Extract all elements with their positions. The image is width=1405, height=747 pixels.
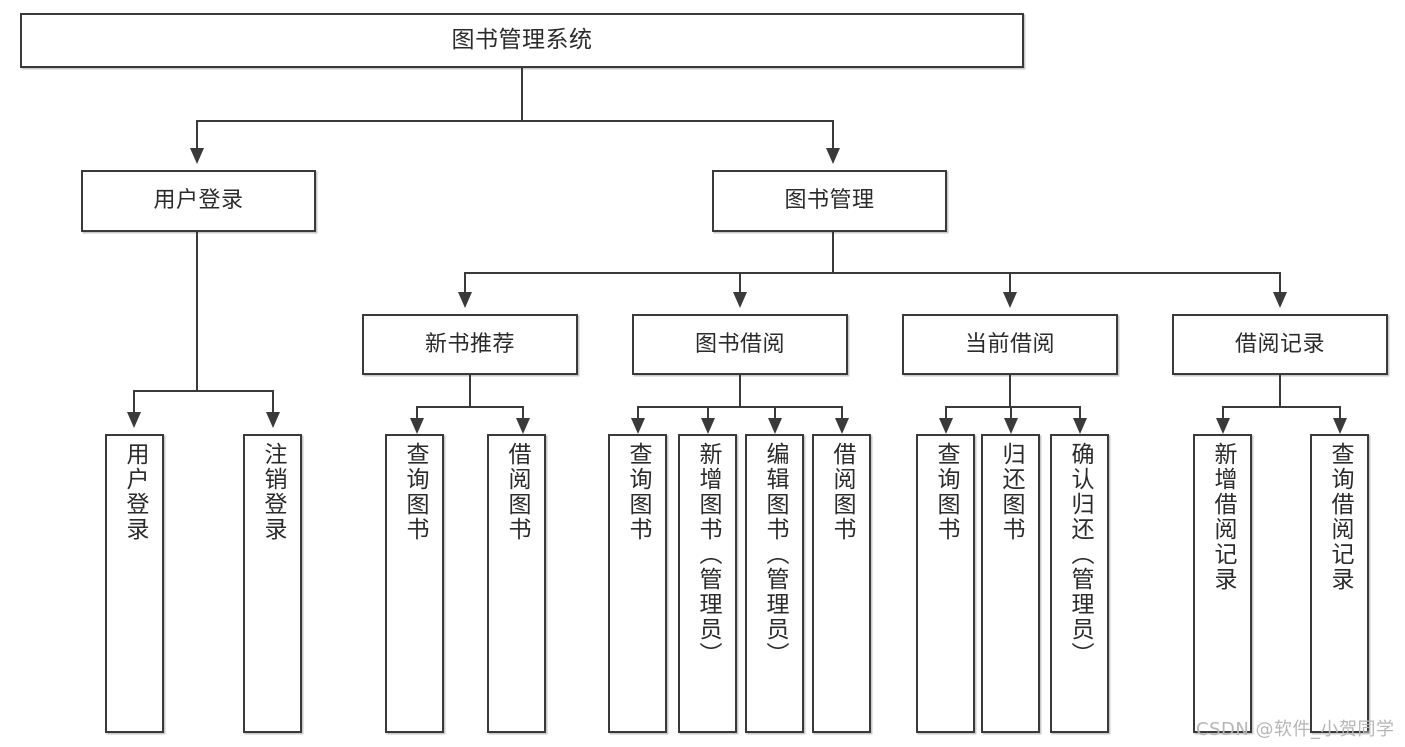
arrowhead-borrow-record — [1273, 292, 1287, 308]
leaf-nb-borrow-book[interactable]: 借阅图书 — [487, 434, 546, 733]
connector-user-login-bus — [133, 390, 274, 392]
connector-new-book-stem — [469, 375, 471, 408]
leaf-cb-return-book[interactable]: 归还图书 — [981, 434, 1040, 733]
connector-to-current-borrow — [1009, 272, 1011, 294]
node-label: 查询图书 — [933, 442, 959, 542]
connector-cb-c3 — [1079, 406, 1081, 420]
connector-new-book-bus — [416, 406, 522, 408]
arrowhead-cb-leaf-1 — [939, 418, 953, 434]
node-label: 新增借阅记录 — [1210, 442, 1236, 592]
connector-new-book-c2 — [522, 406, 524, 420]
connector-cb-c2 — [1010, 406, 1012, 420]
connector-bb-c2 — [707, 406, 709, 420]
node-label: 借阅图书 — [829, 442, 855, 542]
leaf-logout[interactable]: 注销登录 — [243, 434, 302, 733]
connector-borrow-record-bus — [1222, 406, 1339, 408]
connector-root-bus — [196, 120, 834, 122]
leaf-br-query-record[interactable]: 查询借阅记录 — [1310, 434, 1369, 733]
leaf-bb-borrow-book[interactable]: 借阅图书 — [812, 434, 871, 733]
node-label: 借阅记录 — [1234, 331, 1325, 357]
node-borrow-record[interactable]: 借阅记录 — [1172, 314, 1388, 375]
connector-user-login-left — [133, 390, 135, 414]
connector-to-borrow-record — [1279, 272, 1281, 294]
arrowhead-nb-leaf-2 — [516, 418, 530, 434]
leaf-bb-query-book[interactable]: 查询图书 — [608, 434, 667, 733]
node-label: 编辑图书（管理员） — [762, 442, 788, 667]
connector-to-book-borrow — [739, 272, 741, 294]
node-book-borrow[interactable]: 图书借阅 — [632, 314, 848, 375]
arrowhead-book-borrow — [733, 292, 747, 308]
arrowhead-user-login — [190, 148, 204, 164]
node-label: 查询图书 — [402, 442, 428, 542]
node-label: 注销登录 — [260, 442, 286, 542]
node-current-borrow[interactable]: 当前借阅 — [902, 314, 1118, 375]
node-label: 归还图书 — [998, 442, 1024, 542]
connector-bb-c4 — [841, 406, 843, 420]
connector-bb-c3 — [774, 406, 776, 420]
connector-book-borrow-stem — [739, 375, 741, 408]
leaf-br-add-record[interactable]: 新增借阅记录 — [1193, 434, 1252, 733]
arrowhead-book-mgmt — [826, 148, 840, 164]
node-new-book-recommend[interactable]: 新书推荐 — [362, 314, 578, 375]
node-label: 当前借阅 — [964, 331, 1055, 357]
leaf-bb-edit-book-admin[interactable]: 编辑图书（管理员） — [745, 434, 804, 733]
node-label: 用户登录 — [122, 442, 148, 542]
node-label: 新书推荐 — [424, 331, 515, 357]
arrowhead-current-borrow — [1003, 292, 1017, 308]
leaf-bb-add-book-admin[interactable]: 新增图书（管理员） — [678, 434, 737, 733]
connector-current-borrow-stem — [1009, 375, 1011, 408]
arrowhead-br-leaf-2 — [1333, 418, 1347, 434]
arrowhead-bb-leaf-3 — [768, 418, 782, 434]
connector-root-to-user-login — [196, 120, 198, 150]
leaf-cb-confirm-return-admin[interactable]: 确认归还（管理员） — [1050, 434, 1109, 733]
connector-to-new-book — [464, 272, 466, 294]
arrowhead-nb-leaf-1 — [410, 418, 424, 434]
connector-book-mgmt-stem — [832, 232, 834, 274]
connector-book-borrow-bus — [637, 406, 842, 408]
node-label: 借阅图书 — [504, 442, 530, 542]
node-label: 图书管理系统 — [451, 27, 593, 54]
arrowhead-leaf-logout — [266, 412, 280, 428]
connector-br-c2 — [1339, 406, 1341, 420]
arrowhead-leaf-user-login — [127, 412, 141, 428]
connector-user-login-right — [272, 390, 274, 414]
connector-current-borrow-bus — [945, 406, 1079, 408]
arrowhead-cb-leaf-2 — [1004, 418, 1018, 434]
arrowhead-bb-leaf-4 — [835, 418, 849, 434]
node-label: 新增图书（管理员） — [695, 442, 721, 667]
connector-bb-c1 — [637, 406, 639, 420]
node-label: 查询图书 — [625, 442, 651, 542]
connector-root-stem — [521, 68, 523, 120]
connector-br-c1 — [1222, 406, 1224, 420]
connector-book-mgmt-bus — [464, 272, 1280, 274]
leaf-user-login[interactable]: 用户登录 — [105, 434, 164, 733]
arrowhead-br-leaf-1 — [1216, 418, 1230, 434]
leaf-nb-query-book[interactable]: 查询图书 — [385, 434, 444, 733]
node-label: 图书管理 — [784, 188, 875, 214]
connector-root-to-book-mgmt — [832, 120, 834, 150]
arrowhead-cb-leaf-3 — [1073, 418, 1087, 434]
node-book-management[interactable]: 图书管理 — [712, 170, 947, 232]
connector-new-book-c1 — [416, 406, 418, 420]
node-label: 确认归还（管理员） — [1067, 442, 1093, 667]
node-root-system[interactable]: 图书管理系统 — [20, 13, 1024, 68]
node-user-login[interactable]: 用户登录 — [81, 170, 316, 232]
leaf-cb-query-book[interactable]: 查询图书 — [916, 434, 975, 733]
connector-borrow-record-stem — [1279, 375, 1281, 408]
node-label: 图书借阅 — [694, 331, 785, 357]
node-label: 查询借阅记录 — [1327, 442, 1353, 592]
connector-user-login-stem — [196, 232, 198, 392]
connector-cb-c1 — [945, 406, 947, 420]
arrowhead-bb-leaf-2 — [701, 418, 715, 434]
arrowhead-bb-leaf-1 — [631, 418, 645, 434]
node-label: 用户登录 — [153, 188, 244, 214]
arrowhead-new-book — [458, 292, 472, 308]
